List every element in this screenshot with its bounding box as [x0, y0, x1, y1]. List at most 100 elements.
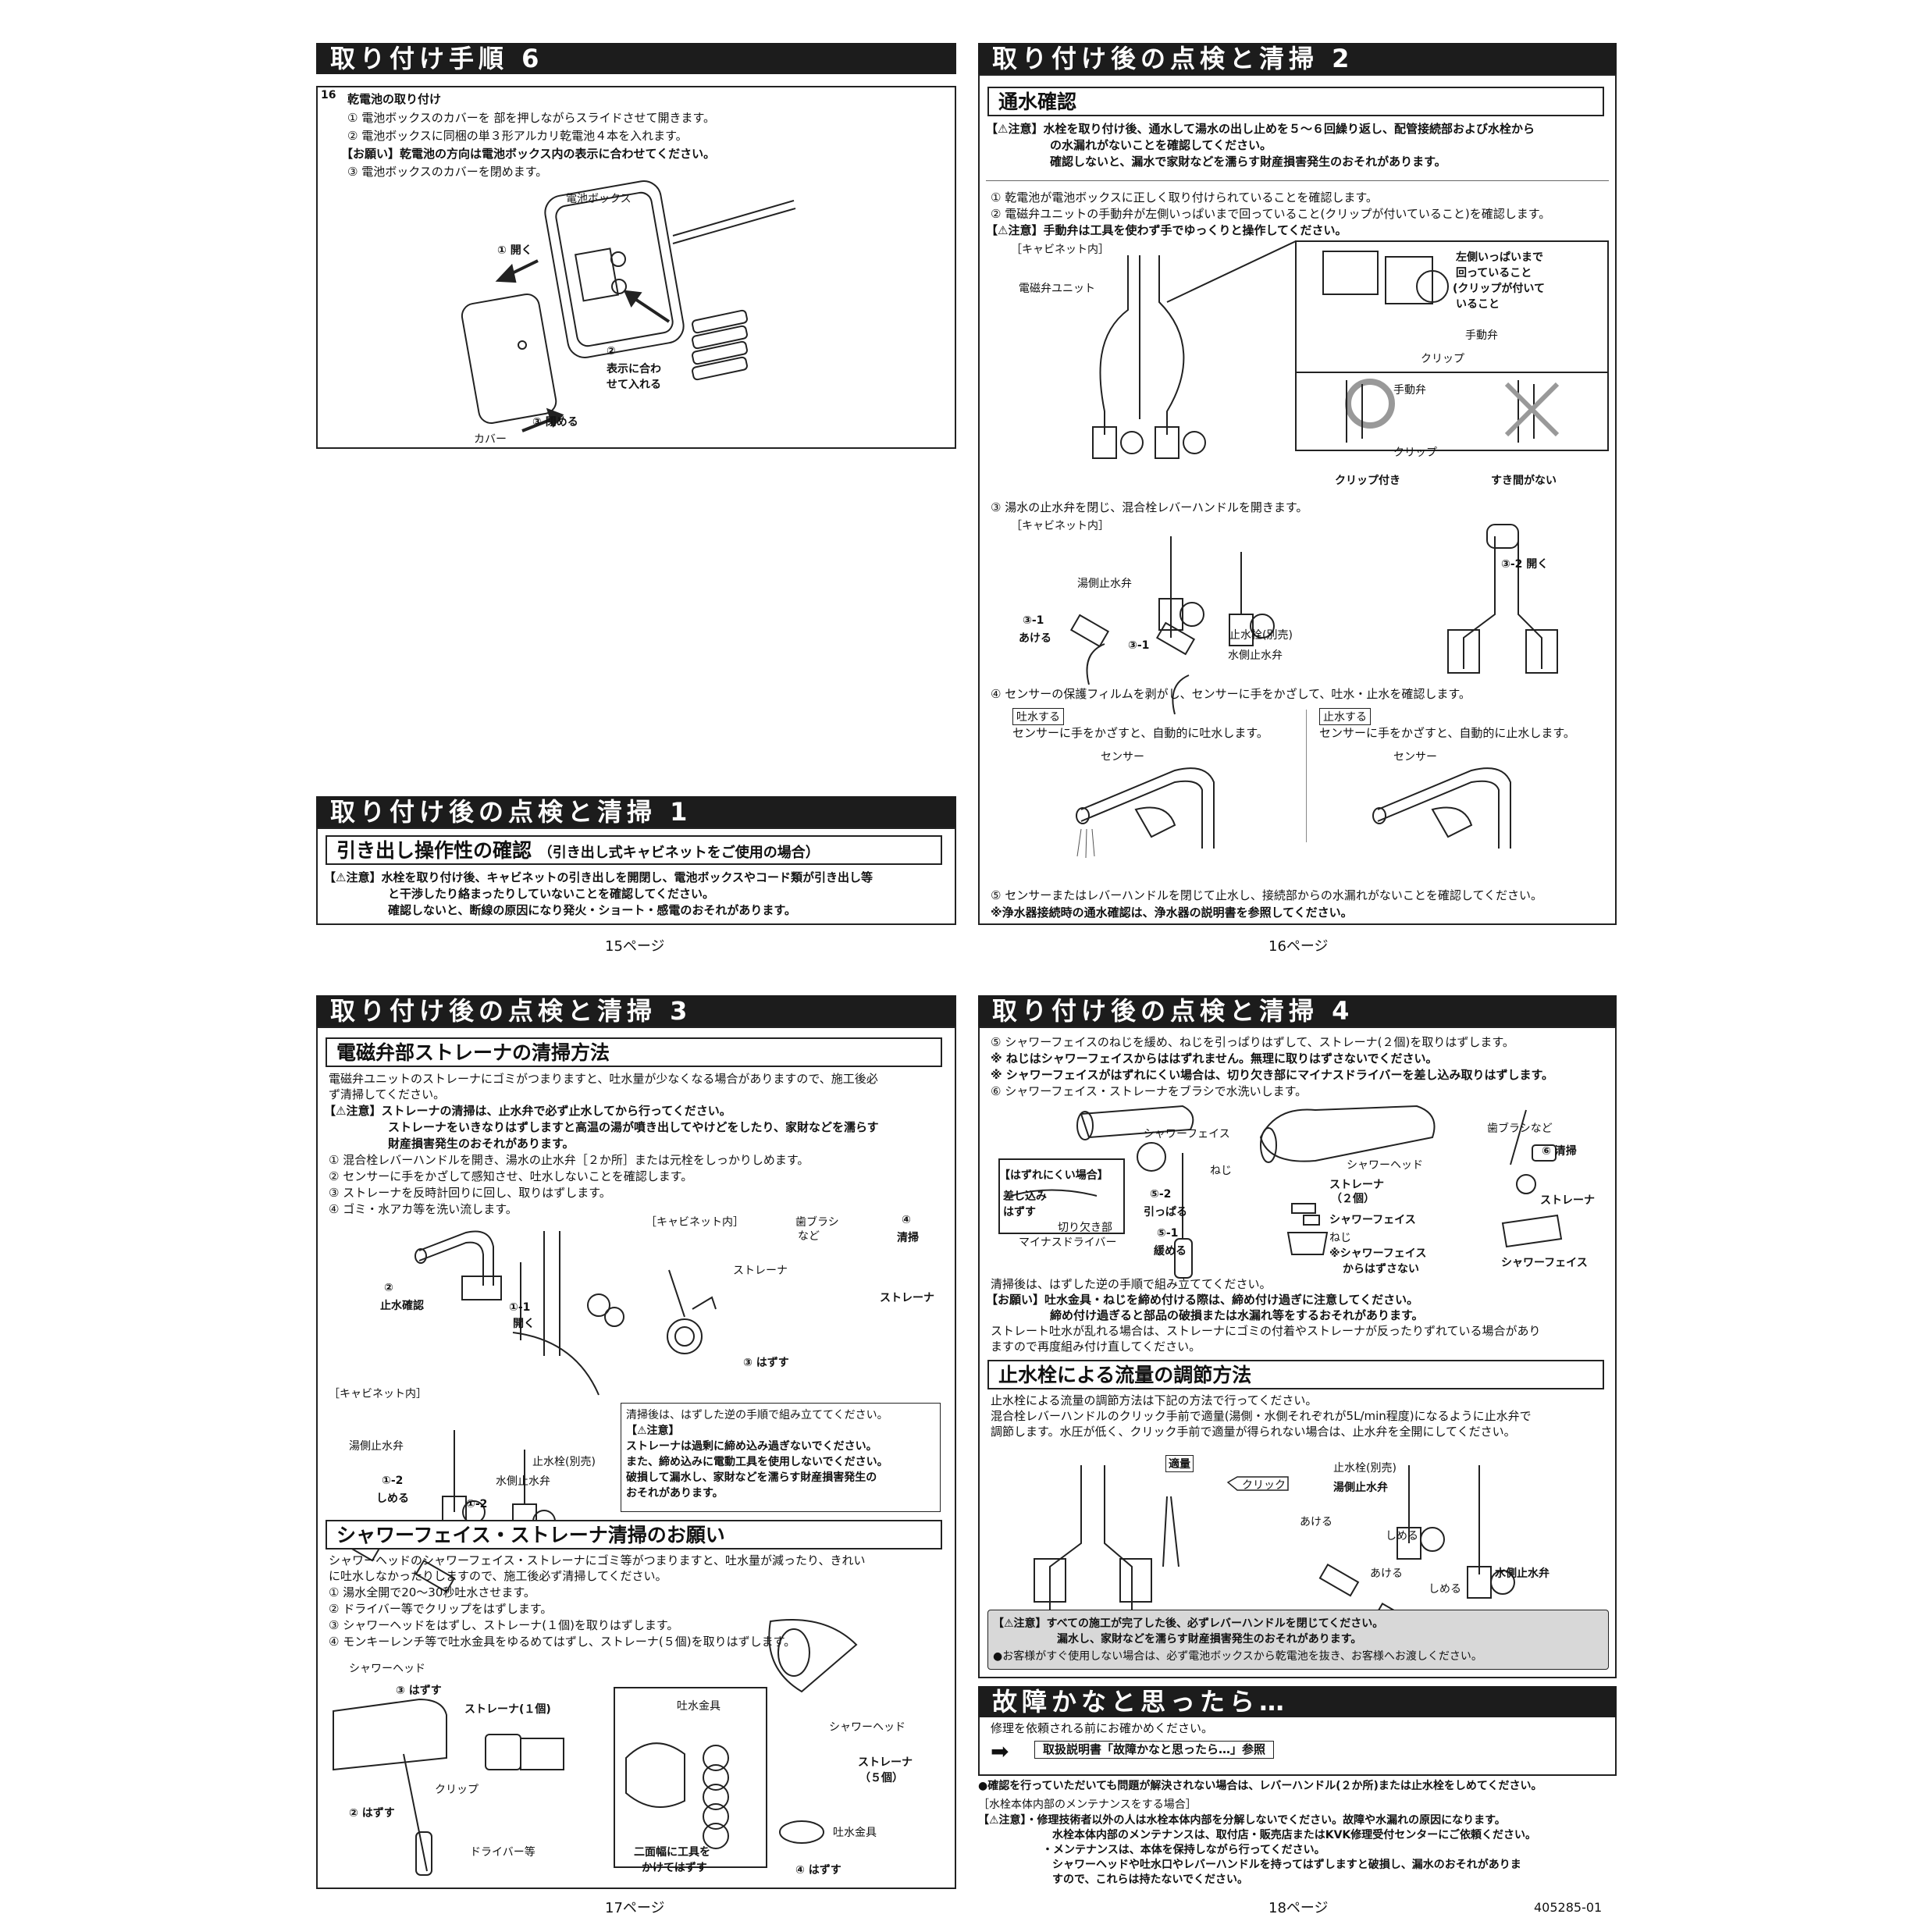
- cold-valve-label: 水側止水弁: [1228, 649, 1283, 662]
- shower-face-label-2: シャワーフェイス: [1329, 1214, 1416, 1226]
- click-label: クリック: [1242, 1479, 1286, 1492]
- check-1-header: 取り付け後の点検と清掃 1: [316, 796, 956, 827]
- p18-after-5: ますので再度組み付け直してください。: [991, 1340, 1201, 1354]
- water-off-tag: 止水する: [1319, 708, 1371, 725]
- trouble-ask: 修理を依頼される前にお確かめください。: [991, 1721, 1214, 1735]
- open-3-1a: ③-1: [1023, 614, 1044, 627]
- brush-label: 歯ブラシ: [795, 1216, 839, 1229]
- p16-step-4: ④ センサーの保護フィルムを剥がし、センサーに手をかざして、吐水・止水を確認しま…: [991, 687, 1471, 701]
- water-off-text: センサーに手をかざすと、自動的に止水します。: [1319, 726, 1575, 740]
- shower-head-label-2: シャワーヘッド: [829, 1721, 906, 1734]
- check-1-frame: 引き出し操作性の確認 （引き出し式キャビネットをご使用の場合） 【⚠注意】水栓を…: [316, 827, 956, 925]
- shower-step-2: ② ドライバー等でクリップをはずします。: [329, 1602, 553, 1616]
- page-15-section2: 取り付け後の点検と清掃 1: [316, 796, 956, 827]
- p16-step-2-caution: 【⚠注意】手動弁は工具を使わず手でゆっくりと操作してください。: [986, 223, 1347, 237]
- battery-box-label: 電池ボックス: [566, 193, 632, 205]
- open-1-1: ①-1: [509, 1301, 531, 1314]
- remove-2-label: ② はずす: [349, 1807, 395, 1820]
- shower-step-4: ④ モンキーレンチ等で吐水金具をゆるめてはずし、ストレーナ(５個)を取りはずしま…: [329, 1635, 796, 1649]
- faucet-sensor-illustration: [1076, 767, 1511, 859]
- box-line-1: 清掃後は、はずした逆の手順で組み立ててください。: [626, 1409, 888, 1421]
- hard-case-label: 【はずれにくい場合】: [999, 1169, 1108, 1182]
- strainer-2-count: （２個）: [1331, 1193, 1375, 1205]
- stop-check-2: 止水確認: [380, 1300, 424, 1312]
- cabinet-label: ［キャビネット内］: [1011, 244, 1109, 256]
- check-2-frame: 通水確認 【⚠注意】水栓を取り付け後、通水して湯水の出し止めを５～６回繰り返し、…: [978, 74, 1617, 925]
- final-caution-2: 漏水し、家財などを濡らす財産損害発生のおそれがあります。: [1057, 1633, 1362, 1646]
- insert-label-a: 差し込み: [1003, 1190, 1047, 1203]
- box-line-2: 【⚠注意】: [626, 1425, 680, 1437]
- open-1-1b: 開く: [513, 1318, 535, 1330]
- valve-unit-illustration: [1092, 240, 1609, 459]
- trouble-frame: 修理を依頼される前にお確かめください。 ➡ 取扱説明書「故障かなと思ったら…」参…: [978, 1717, 1617, 1776]
- manual-valve-label-2: 手動弁: [1393, 384, 1426, 397]
- water-on-tag: 吐水する: [1012, 708, 1064, 725]
- final-caution-box: 【⚠注意】すべての施工が完了した後、必ずレバーハンドルを閉じてください。 漏水し…: [987, 1610, 1609, 1670]
- check-3-header: 取り付け後の点検と清掃 3: [316, 995, 956, 1026]
- unit-label: 電磁弁ユニット: [1019, 283, 1095, 295]
- box-line-3: ストレーナは過剰に締め込み過ぎないでください。: [626, 1440, 877, 1453]
- driver-label-2: マイナスドライバー: [1019, 1236, 1117, 1249]
- screw-label: ねじ: [1210, 1165, 1232, 1177]
- strainer-label-2: ストレーナ: [880, 1292, 934, 1304]
- p18-after-1: 清掃後は、はずした逆の手順で組み立ててください。: [991, 1277, 1272, 1291]
- caution-line-2: と干渉したり絡まったりしていないことを確認してください。: [388, 887, 715, 901]
- page-15-header: 取り付け手順 6: [316, 43, 956, 74]
- insert-label-3: せて入れる: [607, 379, 661, 391]
- open-label-3: あける: [1370, 1567, 1403, 1580]
- strainer-1-label: ストレーナ(１個): [464, 1703, 551, 1716]
- maintenance-5: すので、これらは持たないでください。: [1052, 1873, 1249, 1886]
- spout-label: 吐水金具: [677, 1700, 720, 1713]
- cover-label: カバー: [474, 433, 507, 446]
- clip-label-3: クリップ: [435, 1784, 479, 1796]
- reassembly-box: 清掃後は、はずした逆の手順で組み立ててください。 【⚠注意】 ストレーナは過剰に…: [621, 1403, 941, 1512]
- strainer-5-count: （５個）: [859, 1772, 903, 1784]
- p16-caution-2: の水漏れがないことを確認してください。: [1050, 138, 1272, 152]
- step-3: ③ 電池ボックスのカバーを閉めます。: [347, 165, 548, 179]
- tool-label-1: 二面幅に工具を: [634, 1846, 710, 1859]
- p18-step-6: ⑥ シャワーフェイス・ストレーナをブラシで水洗いします。: [991, 1084, 1308, 1098]
- shower-head-label-3: シャワーヘッド: [1347, 1159, 1423, 1172]
- drawer-check-title: 引き出し操作性の確認 （引き出し式キャビネットをご使用の場合）: [326, 835, 942, 865]
- unresolved-note: ●確認を行っていただいても問題が解決されない場合は、レバーハンドル(２か所)また…: [978, 1780, 1542, 1792]
- shower-step-3: ③ シャワーヘッドをはずし、ストレーナ(１個)を取りはずします。: [329, 1618, 679, 1632]
- insert-label-1: ②: [607, 345, 616, 358]
- p18-after-3: 締め付け過ぎると部品の破損または水漏れ等をするおそれがあります。: [1050, 1308, 1424, 1322]
- sensor-label-2: センサー: [1393, 751, 1437, 763]
- final-caution-1: 【⚠注意】すべての施工が完了した後、必ずレバーハンドルを閉じてください。: [993, 1617, 1384, 1630]
- ng-label: すき間がない: [1491, 475, 1557, 487]
- shower-face-label: シャワーフェイス: [1144, 1128, 1230, 1140]
- page-number-16: 16ページ: [1268, 938, 1329, 955]
- p16-note: ※浄水器接続時の通水確認は、浄水器の説明書を参照してください。: [991, 906, 1353, 920]
- stopcock-label-2: 止水栓(別売): [532, 1456, 596, 1468]
- box-line-5: 破損して漏水し、家財などを濡らす財産損害発生の: [626, 1471, 877, 1484]
- close-1-2b: しめる: [376, 1493, 409, 1505]
- loosen-label-1: ⑤-1: [1157, 1227, 1179, 1240]
- p17-step-1: ① 混合栓レバーハンドルを開き、湯水の止水弁［２か所］または元栓をしっかりしめま…: [329, 1153, 809, 1167]
- p17-caution-1: 【⚠注意】ストレーナの清掃は、止水弁で必ず止水してから行ってください。: [324, 1104, 731, 1118]
- shower-clean-title: シャワーフェイス・ストレーナ清掃のお願い: [326, 1520, 942, 1550]
- face-note-2: からはずさない: [1343, 1263, 1419, 1276]
- p18-note-2: ※ シャワーフェイスがはずれにくい場合は、切り欠き部にマイナスドライバーを差し込…: [991, 1068, 1554, 1082]
- spout-label-2: 吐水金具: [833, 1827, 877, 1839]
- flow-line-1: 止水栓による流量の調節方法は下記の方法で行ってください。: [991, 1393, 1318, 1407]
- check-3-frame: 電磁弁部ストレーナの清掃方法 電磁弁ユニットのストレーナにゴミがつまりますと、吐…: [316, 1026, 956, 1889]
- arrow-right-icon: ➡: [991, 1738, 1009, 1764]
- shower-intro-1: シャワーヘッドのシャワーフェイス・ストレーナにゴミ等がつまりますと、吐水量が減っ…: [329, 1553, 866, 1567]
- page-15: 取り付け手順 6: [316, 43, 956, 74]
- left-full-3: (クリップが付いて: [1453, 283, 1545, 295]
- step-1: ① 電池ボックスのカバーを 部を押しながらスライドさせて開きます。: [347, 111, 716, 125]
- page-18: 取り付け後の点検と清掃 4: [978, 995, 1617, 1026]
- close-label-3: しめる: [1429, 1583, 1461, 1596]
- strainer-5-label: ストレーナ: [858, 1756, 913, 1769]
- p16-caution-3: 確認しないと、漏水で家財などを濡らす財産損害発生のおそれがあります。: [1050, 155, 1446, 169]
- column-divider: [1306, 710, 1307, 842]
- tool-label-2: かけてはずす: [642, 1862, 707, 1874]
- box-line-4: また、締め込みに電動工具を使用しないでください。: [626, 1456, 888, 1468]
- flow-line-3: 調節します。水圧が低く、クリック手前で適量が得られない場合は、止水弁を全開にして…: [991, 1425, 1516, 1439]
- left-full-1: 左側いっぱいまで: [1456, 251, 1543, 264]
- cabinet-label-2: ［キャビネット内］: [1011, 520, 1109, 532]
- strainer-2-label: ストレーナ: [1329, 1179, 1384, 1191]
- p17-step-3: ③ ストレーナを反時計回りに回し、取りはずします。: [329, 1186, 611, 1200]
- p16-step-2: ② 電磁弁ユニットの手動弁が左側いっぱいまで回っていること(クリップが付いている…: [991, 207, 1551, 221]
